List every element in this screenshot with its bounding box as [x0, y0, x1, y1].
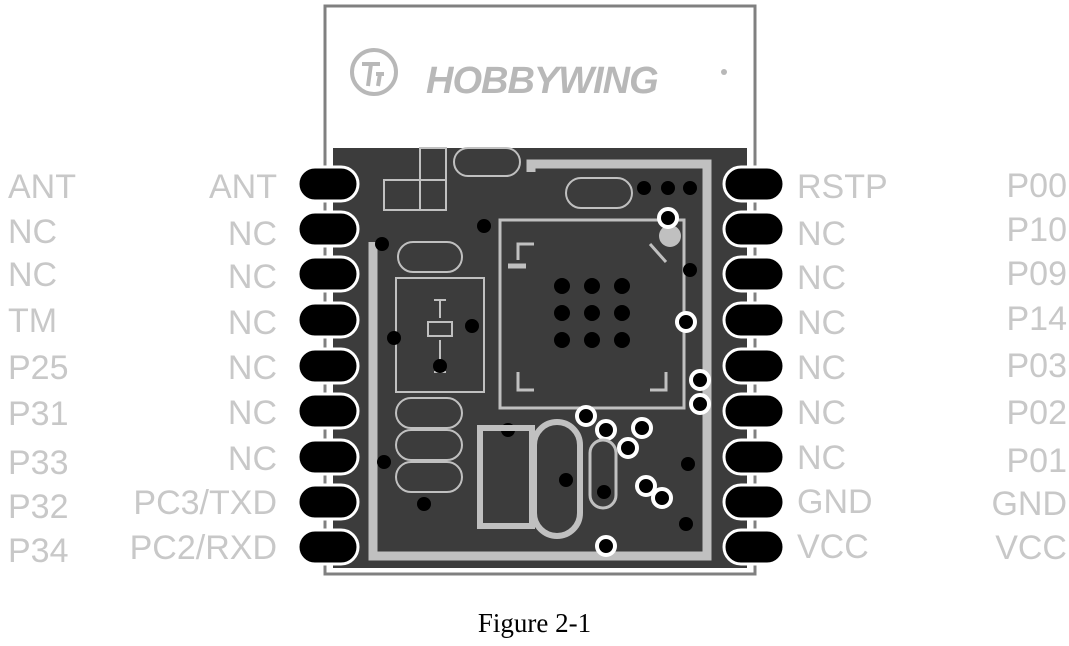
left-inner-pin-5: NC — [227, 349, 277, 387]
side-components — [395, 241, 485, 493]
ring-vias — [575, 207, 711, 557]
right-outer-pin-2: P10 — [1006, 211, 1068, 249]
right-outer-pin-3: P09 — [1006, 255, 1068, 293]
right-inner-pin-2: NC — [797, 215, 847, 253]
left-pin-pads — [296, 165, 360, 566]
right-outer-pin-4: P14 — [1006, 300, 1068, 338]
left-inner-pin-1: ANT — [209, 168, 277, 206]
right-outer-pin-9: VCC — [995, 529, 1067, 567]
left-outer-pin-3: NC — [8, 256, 58, 294]
left-outer-pin-8: P32 — [8, 488, 69, 526]
ant-match-component — [383, 147, 633, 211]
left-outer-pin-9: P34 — [8, 532, 69, 570]
right-inner-pin-1: RSTP — [797, 168, 888, 206]
left-outer-pin-7: P33 — [8, 444, 69, 482]
left-inner-pin-4: NC — [227, 304, 277, 342]
right-inner-pin-7: NC — [797, 439, 847, 477]
right-inner-pin-3: NC — [797, 259, 847, 297]
left-inner-pin-7: NC — [227, 440, 277, 478]
brand-name: HOBBYWING — [426, 60, 658, 102]
left-outer-pin-4: TM — [8, 302, 58, 340]
figure-caption: Figure 2-1 — [477, 608, 592, 638]
left-inner-pin-9: PC2/RXD — [129, 529, 277, 567]
right-inner-pin-4: NC — [797, 304, 847, 342]
ic-vias — [554, 278, 630, 348]
right-inner-pin-8: GND — [797, 483, 873, 521]
left-inner-pin-3: NC — [227, 258, 277, 296]
right-inner-pin-6: NC — [797, 394, 847, 432]
left-inner-pin-6: NC — [227, 394, 277, 432]
right-outer-pin-6: P02 — [1006, 394, 1068, 432]
bottom-components — [477, 419, 618, 539]
antenna-trace — [368, 159, 712, 561]
brand-logo: HOBBYWING — [350, 48, 727, 102]
right-outer-pin-5: P03 — [1006, 347, 1068, 385]
right-outer-pin-1: P00 — [1006, 167, 1068, 205]
left-outer-pin-2: NC — [8, 213, 58, 251]
right-inner-pin-5: NC — [797, 349, 847, 387]
left-outer-pin-1: ANT — [8, 168, 76, 206]
right-pin-pads — [722, 165, 786, 566]
left-outer-pin-5: P25 — [8, 349, 69, 387]
right-inner-pin-9: VCC — [797, 528, 869, 566]
right-outer-pin-8: GND — [991, 485, 1067, 523]
left-inner-pin-2: NC — [227, 215, 277, 253]
right-outer-pin-7: P01 — [1006, 442, 1068, 480]
left-inner-pin-8: PC3/TXD — [133, 484, 277, 522]
left-outer-pin-6: P31 — [8, 395, 69, 433]
